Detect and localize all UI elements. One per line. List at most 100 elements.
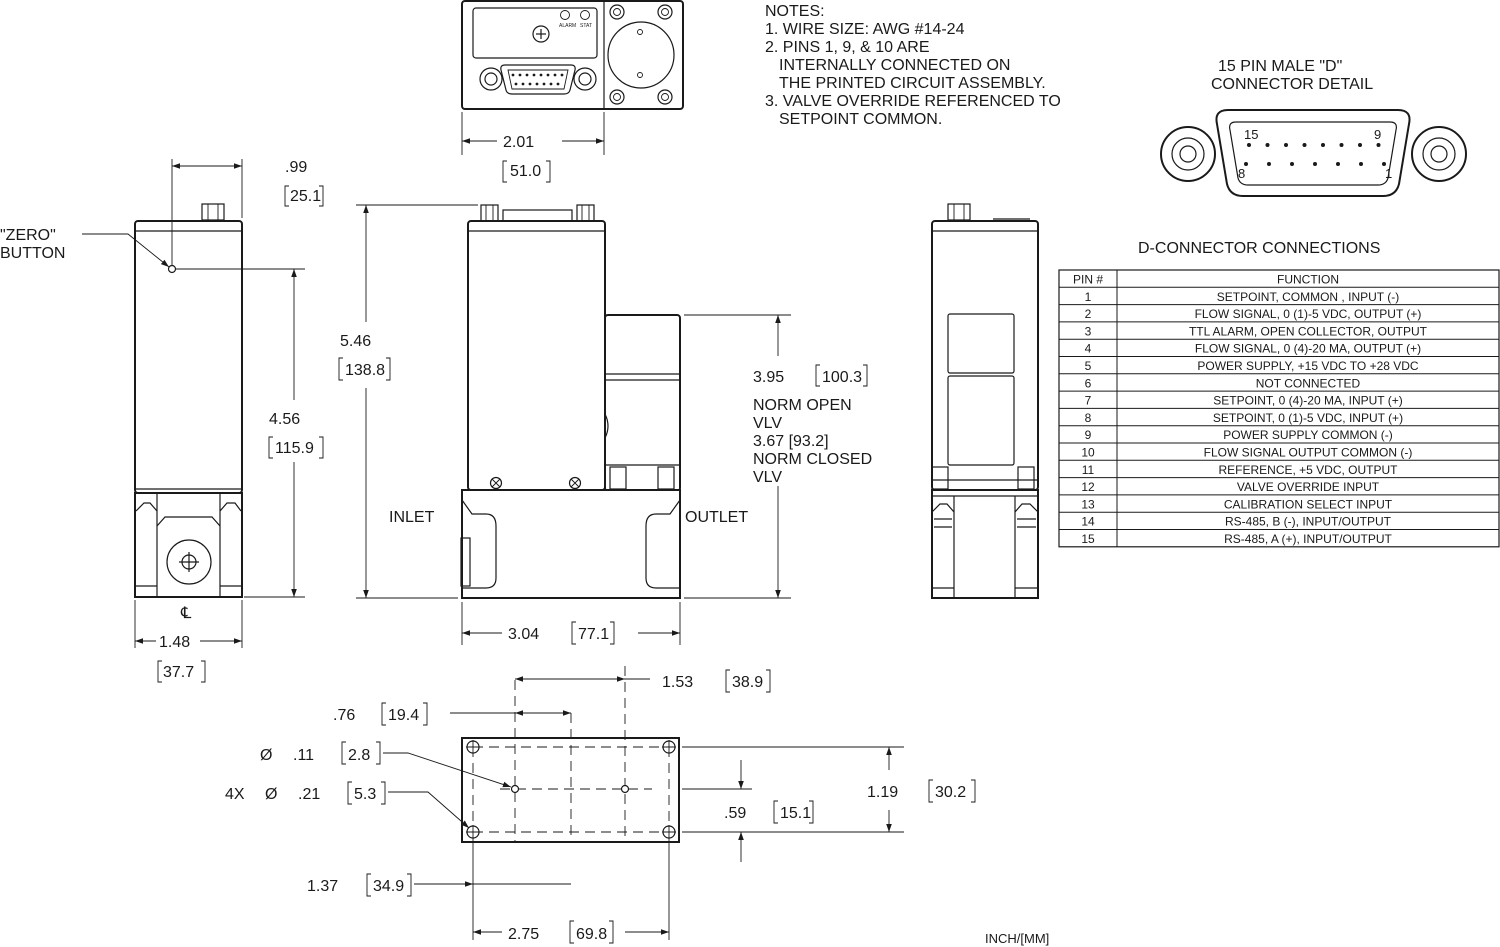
dim-front-height: 5.46 138.8 [338,204,478,599]
table-cell-function: TTL ALARM, OPEN COLLECTOR, OUTPUT [1189,324,1428,338]
stat-led-icon [580,10,590,20]
connector-detail: 15 PIN MALE "D" CONNECTOR DETAIL 15 9 8 … [1160,58,1467,197]
table-cell-pin: 8 [1085,411,1092,425]
dim-base-width-in: 2.75 [508,926,539,943]
dim-front-width-mm: 77.1 [578,626,609,643]
dim-zero-offset-in: .99 [285,159,307,176]
note-line-6: SETPOINT COMMON. [779,111,942,128]
connector-pin [1313,162,1317,166]
pin-label-15: 15 [1244,127,1258,142]
connector-pin [1382,162,1386,166]
table-cell-function: POWER SUPPLY, +15 VDC TO +28 VDC [1197,359,1419,373]
front-view [460,204,681,599]
dim-base-depth-in: 1.19 [867,784,898,801]
zero-label-2: BUTTON [0,245,65,262]
dim-base-offset: 1.37 34.9 [307,838,571,940]
connector-pin [546,73,550,77]
connector-pin [1284,143,1288,147]
norm-open-label-2: VLV [753,415,782,432]
connector-pin [1359,162,1363,166]
left-side-view: ℄ [134,203,243,622]
alarm-led-icon [560,10,570,20]
connector-title-2: CONNECTOR DETAIL [1211,76,1373,93]
dim-top-width-in: 2.01 [503,134,534,151]
pin-label-8: 8 [1238,166,1245,181]
connector-pin [1339,143,1344,147]
dim-side-height-in: 4.56 [269,411,300,428]
table-cell-pin: 2 [1085,307,1092,321]
d-sub-connector-icon: 15 9 8 1 [1160,109,1467,197]
dim-hole-offset-b: .76 19.4 [333,702,571,726]
dim-front-width: 3.04 77.1 [461,602,681,645]
dia-symbol-large: Ø [265,786,277,803]
table-cell-function: POWER SUPPLY COMMON (-) [1223,428,1393,442]
note-line-4: THE PRINTED CIRCUIT ASSEMBLY. [779,75,1046,92]
table-cell-pin: 3 [1085,324,1092,338]
callout-small-hole: Ø .11 2.8 [260,741,512,788]
right-side-view [931,203,1039,599]
large-hole-in: .21 [298,786,320,803]
table-cell-function: NOT CONNECTED [1256,376,1361,390]
connector-pin [532,73,536,77]
dim-zero-offset: .99 25.1 [171,159,324,266]
connector-title-1: 15 PIN MALE "D" [1218,58,1342,75]
pin-label-9: 9 [1374,127,1381,142]
table-cell-function: SETPOINT, 0 (1)-5 VDC, INPUT (+) [1213,411,1403,425]
note-line-5: 3. VALVE OVERRIDE REFERENCED TO [765,93,1061,110]
connector-pin [1267,162,1271,166]
connector-pin [542,82,546,86]
dim-base-half-in: .59 [724,805,746,822]
pin-label-1: 1 [1385,166,1392,181]
dim-top-width-mm: 51.0 [510,163,541,180]
connector-pin [1336,162,1340,166]
mounting-hole-icon [466,740,676,839]
dim-top-width: 2.01 51.0 [461,112,605,183]
top-view: ALARM STAT [461,0,684,110]
connector-pin [518,73,522,77]
connector-pin [511,73,515,77]
connector-pin [528,82,532,86]
connector-pin [1376,143,1381,147]
connector-pin [1321,143,1325,147]
dim-base-width-mm: 69.8 [576,926,607,943]
stat-label: STAT [580,23,592,29]
table-cell-function: RS-485, B (-), INPUT/OUTPUT [1225,515,1392,529]
dim-base-offset-mm: 34.9 [373,878,404,895]
table-cell-function: CALIBRATION SELECT INPUT [1224,497,1393,511]
dim-valve-height: 3.95 100.3 NORM OPEN VLV 3.67 [93.2] NOR… [684,314,872,599]
table-cell-function: SETPOINT, COMMON , INPUT (-) [1217,290,1399,304]
table-cell-pin: 6 [1085,376,1092,390]
dim-hole-offset-a: 1.53 38.9 [515,669,771,693]
zero-label-1: "ZERO" [0,227,56,244]
dim-side-width-mm: 37.7 [163,664,194,681]
dim-side-height-mm: 115.9 [275,440,314,457]
dim-base-half-mm: 15.1 [780,805,811,822]
dim-hole-offset-b-in: .76 [333,707,355,724]
dia-symbol-small: Ø [260,747,272,764]
note-line-3: INTERNALLY CONNECTED ON [779,57,1010,74]
centerline-label: ℄ [180,605,192,622]
norm-closed-label-2: VLV [753,469,782,486]
table-cell-function: SETPOINT, 0 (4)-20 MA, INPUT (+) [1213,394,1402,408]
table-cell-pin: 7 [1085,394,1092,408]
alarm-label: ALARM [559,23,576,29]
table-header-pin: PIN # [1073,273,1103,287]
callout-large-hole: 4X Ø .21 5.3 [225,781,470,829]
connector-pin [1302,143,1307,147]
connector-pin [560,73,564,77]
table-cell-pin: 5 [1085,359,1092,373]
dim-base-depth-mm: 30.2 [935,784,966,801]
table-cell-function: FLOW SIGNAL, 0 (1)-5 VDC, OUTPUT (+) [1195,307,1422,321]
table-cell-pin: 9 [1085,428,1092,442]
dim-front-height-mm: 138.8 [345,362,385,379]
connector-pin [514,82,518,86]
connector-pin [556,82,560,86]
dim-front-width-in: 3.04 [508,626,539,643]
dim-side-width-in: 1.48 [159,634,190,651]
dim-front-height-in: 5.46 [340,333,371,350]
table-cell-function: REFERENCE, +5 VDC, OUTPUT [1218,463,1398,477]
connector-pin [1290,162,1294,166]
large-hole-qty: 4X [225,786,245,803]
outlet-label: OUTLET [685,509,748,526]
